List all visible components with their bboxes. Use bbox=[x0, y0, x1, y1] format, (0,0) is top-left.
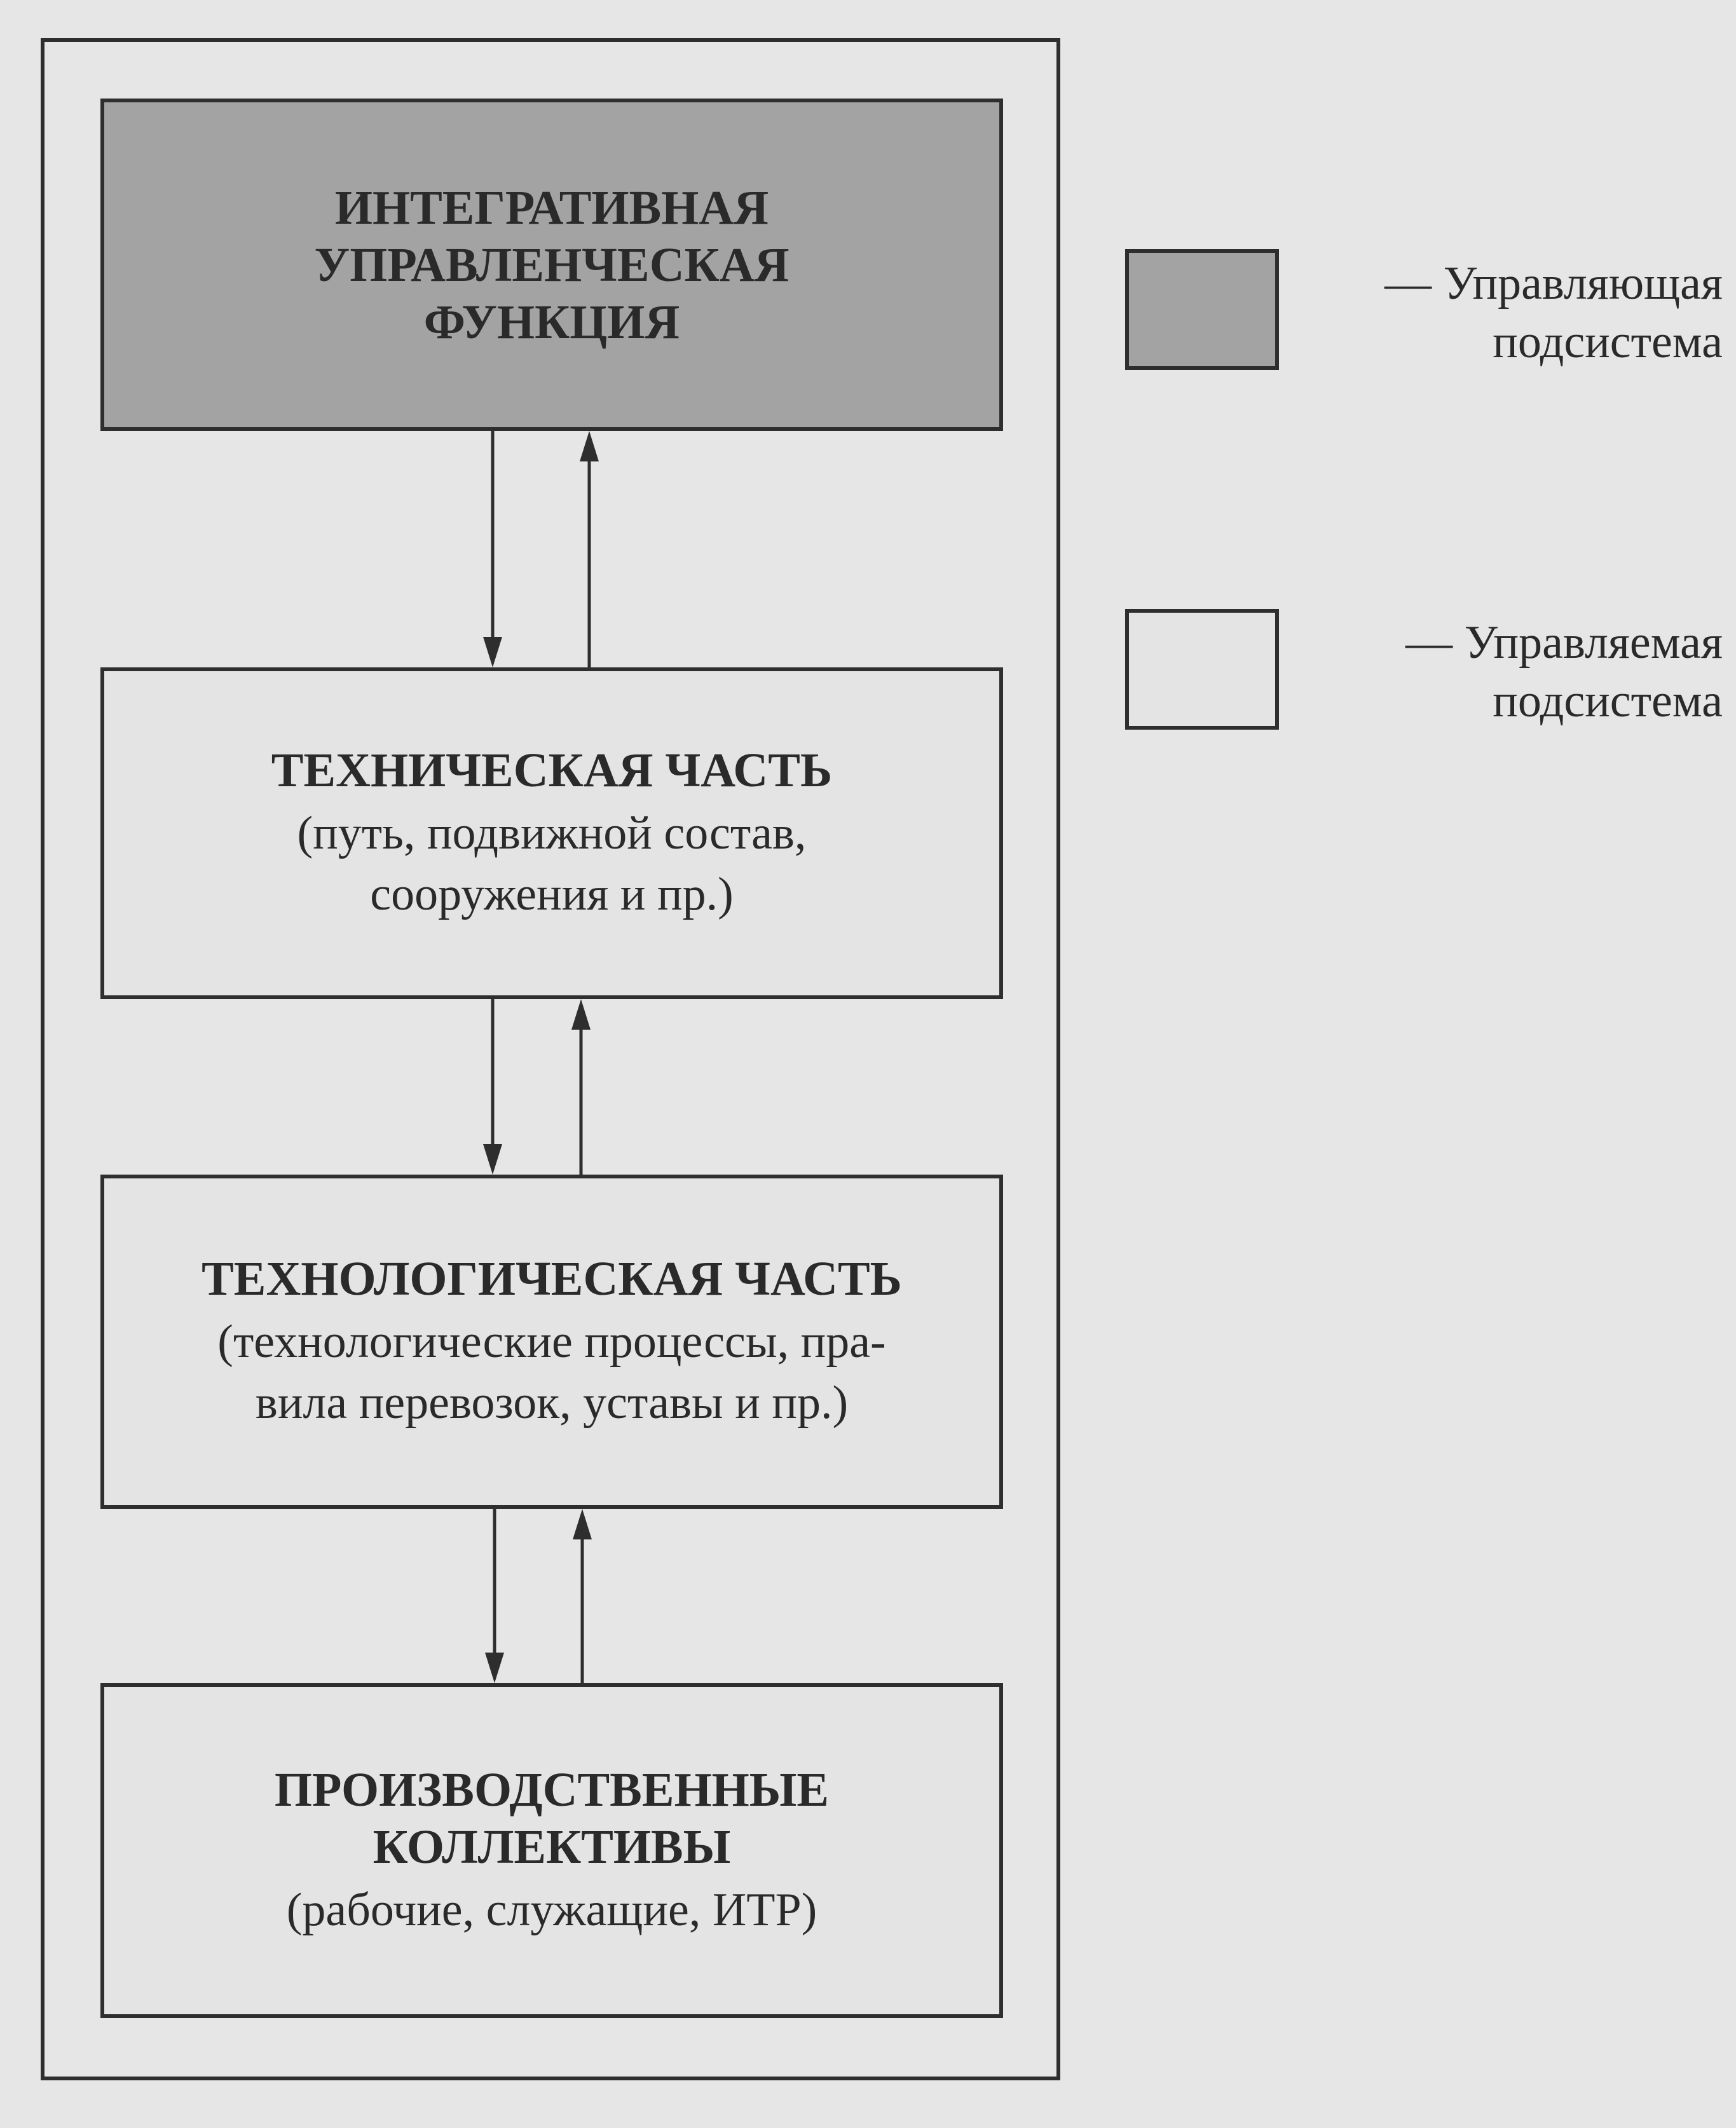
technical-part-box: ТЕХНИЧЕСКАЯ ЧАСТЬ (путь, подвижной соста… bbox=[100, 667, 1003, 999]
technological-part-subtitle: (технологические процессы, пра- вила пер… bbox=[217, 1316, 886, 1429]
legend-controlled-swatch bbox=[1125, 609, 1279, 730]
legend-controlling-label: — Управляющая подсистема bbox=[1384, 257, 1723, 368]
legend-controlled-label: — Управляемая подсистема bbox=[1405, 617, 1723, 727]
integrative-function-title: ИНТЕГРАТИВНАЯ УПРАВЛЕНЧЕСКАЯ ФУНКЦИЯ bbox=[314, 181, 789, 349]
technical-part-title: ТЕХНИЧЕСКАЯ ЧАСТЬ bbox=[271, 744, 833, 797]
integrative-management-function-box: ИНТЕГРАТИВНАЯ УПРАВЛЕНЧЕСКАЯ ФУНКЦИЯ bbox=[100, 99, 1003, 431]
system-frame bbox=[41, 38, 1060, 2080]
legend-controlling-swatch bbox=[1125, 249, 1279, 370]
technological-part-box: ТЕХНОЛОГИЧЕСКАЯ ЧАСТЬ (технологические п… bbox=[100, 1175, 1003, 1509]
production-collectives-subtitle: (рабочие, служащие, ИТР) bbox=[286, 1883, 817, 1936]
production-collectives-title: ПРОИЗВОДСТВЕННЫЕ КОЛЛЕКТИВЫ bbox=[274, 1763, 830, 1874]
production-collectives-box: ПРОИЗВОДСТВЕННЫЕ КОЛЛЕКТИВЫ (рабочие, сл… bbox=[100, 1683, 1003, 2018]
technological-part-title: ТЕХНОЛОГИЧЕСКАЯ ЧАСТЬ bbox=[202, 1252, 902, 1306]
technical-part-subtitle: (путь, подвижной состав, сооружения и пр… bbox=[297, 807, 807, 920]
